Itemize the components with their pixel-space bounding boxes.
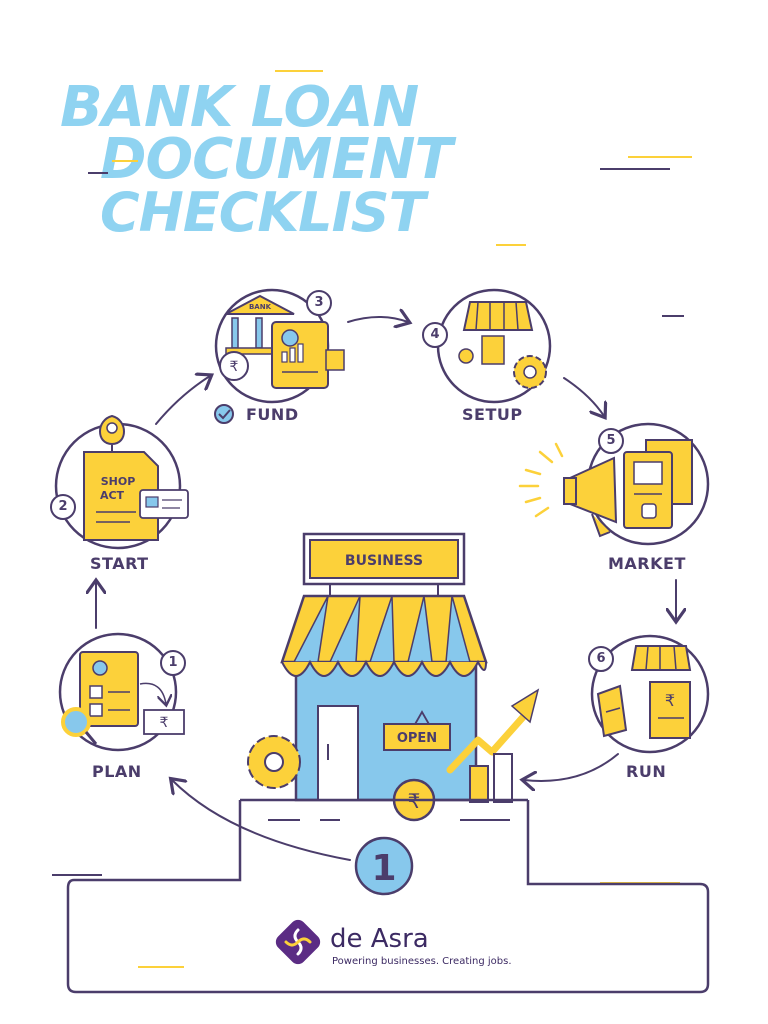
money-bag-icon: ₹ xyxy=(219,351,249,381)
deco-dash xyxy=(662,315,684,317)
deco-dash xyxy=(112,160,138,162)
deco-dash xyxy=(275,70,323,72)
svg-text:1: 1 xyxy=(371,848,396,889)
svg-text:ACT: ACT xyxy=(100,489,125,502)
check-icon xyxy=(214,404,234,424)
business-sign-text: BUSINESS xyxy=(345,553,423,569)
location-pin-icon xyxy=(99,414,125,452)
deco-dash xyxy=(600,168,670,170)
bank-text: BANK xyxy=(249,303,272,311)
shop-act-document-icon: SHOP ACT xyxy=(83,451,189,541)
deco-dash xyxy=(52,874,102,876)
step-label-run: RUN xyxy=(626,762,667,781)
step-label-plan: PLAN xyxy=(92,762,142,781)
gear-icon xyxy=(247,735,301,789)
deco-dash xyxy=(138,966,184,968)
gear-icon-small xyxy=(513,355,547,389)
store-setup-icon xyxy=(458,301,534,365)
podium xyxy=(66,798,710,994)
run-step: ₹ xyxy=(590,634,710,754)
arrow-start-fund xyxy=(155,376,210,425)
setup-step xyxy=(436,288,552,404)
title-line-1: BANK LOAN xyxy=(60,75,419,140)
arrow-store-plan xyxy=(172,780,351,861)
run-store-icon: ₹ xyxy=(596,645,692,739)
de-asra-logo-icon xyxy=(275,919,321,965)
step-number-1: 1 xyxy=(160,650,186,676)
brand-tagline: Powering businesses. Creating jobs. xyxy=(332,956,512,967)
step-label-market: MARKET xyxy=(608,554,686,573)
planning-checklist-icon: ₹ xyxy=(61,651,185,745)
svg-text:₹: ₹ xyxy=(230,359,239,375)
plan-step: ₹ xyxy=(58,632,185,752)
arrow-fund-setup xyxy=(347,317,408,322)
step-number-2: 2 xyxy=(50,494,76,520)
step-number-6: 6 xyxy=(588,646,614,672)
growth-arrow-icon xyxy=(446,688,540,803)
step-label-fund: FUND xyxy=(246,405,299,424)
podium-number-badge: 1 xyxy=(354,836,414,896)
step-number-5: 5 xyxy=(598,428,624,454)
megaphone-icon xyxy=(563,456,618,538)
title-line-2: DOCUMENT xyxy=(100,127,453,192)
cycle-arrows xyxy=(96,317,676,861)
deco-dash xyxy=(496,244,526,246)
svg-text:₹: ₹ xyxy=(665,691,675,710)
step-number-4: 4 xyxy=(422,322,448,348)
step-label-setup: SETUP xyxy=(462,405,523,424)
brand-name: de Asra xyxy=(330,924,429,954)
open-sign-text: OPEN xyxy=(397,731,437,746)
arrow-setup-market xyxy=(563,377,604,416)
flyer-icon xyxy=(623,439,693,529)
awning xyxy=(280,594,488,677)
megaphone-rays xyxy=(518,442,564,518)
title-line-3: CHECKLIST xyxy=(100,181,425,244)
svg-text:₹: ₹ xyxy=(160,715,169,731)
step-label-start: START xyxy=(90,554,149,573)
deco-dash xyxy=(88,172,108,174)
market-step xyxy=(518,422,710,546)
svg-text:SHOP: SHOP xyxy=(101,475,136,488)
document-chart-icon xyxy=(271,321,345,389)
arrow-run-store xyxy=(524,753,619,781)
step-number-3: 3 xyxy=(306,290,332,316)
start-step: SHOP ACT xyxy=(54,414,189,550)
storefront: BUSINESS OPEN xyxy=(280,532,488,802)
fund-step: BANK ₹ xyxy=(214,288,345,424)
deco-dash xyxy=(628,156,692,158)
